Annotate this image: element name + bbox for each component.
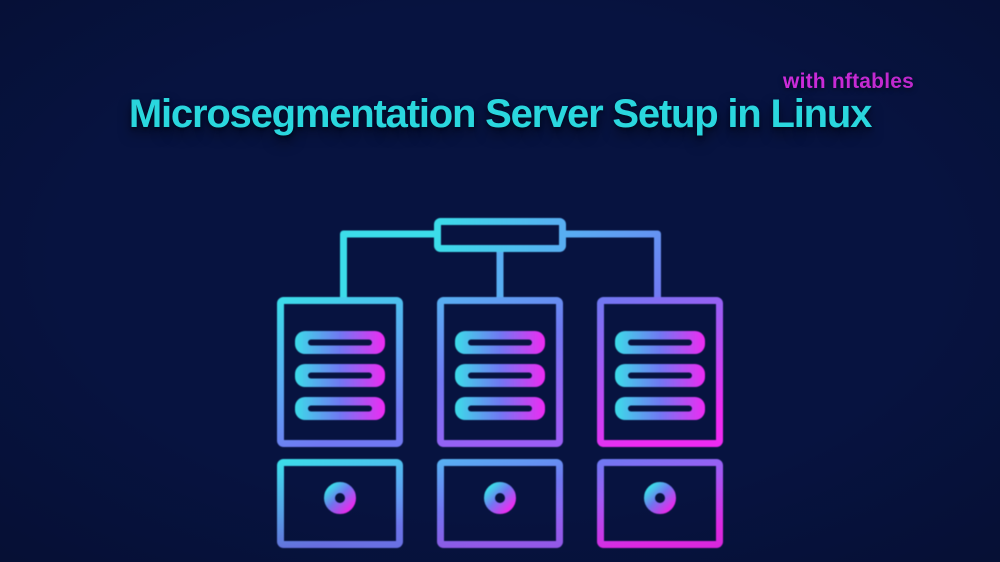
drive-bay-slot-line: [628, 339, 692, 346]
network-connectors: [340, 230, 661, 299]
page-title: Microsegmentation Server Setup in Linux: [128, 92, 872, 136]
server-chassis-bottom: [597, 459, 723, 548]
tagline-text: with nftables: [783, 70, 914, 93]
network-switch-icon: [434, 218, 566, 252]
drive-bay-slot-line: [308, 405, 372, 412]
server-chassis-top: [597, 297, 723, 447]
drive-bay-slot-line: [468, 339, 532, 346]
server-chassis-bottom: [277, 459, 403, 548]
server-tower-icon: [597, 297, 723, 548]
drive-bay-slot-line: [308, 339, 372, 346]
power-button-icon: [324, 482, 356, 514]
power-button-icon: [644, 482, 676, 514]
server-tower-icon: [437, 297, 563, 548]
drive-bay-slot-line: [628, 372, 692, 379]
drive-bay-slot-line: [628, 405, 692, 412]
server-chassis-bottom: [437, 459, 563, 548]
drive-bay-slot-line: [308, 372, 372, 379]
server-chassis-top: [437, 297, 563, 447]
connector-line-right: [564, 230, 661, 299]
server-tower-icon: [277, 297, 403, 548]
drive-bay-slot-line: [468, 372, 532, 379]
connector-line-left: [340, 230, 436, 299]
server-chassis-top: [277, 297, 403, 447]
drive-bay-slot-line: [468, 405, 532, 412]
power-button-icon: [484, 482, 516, 514]
